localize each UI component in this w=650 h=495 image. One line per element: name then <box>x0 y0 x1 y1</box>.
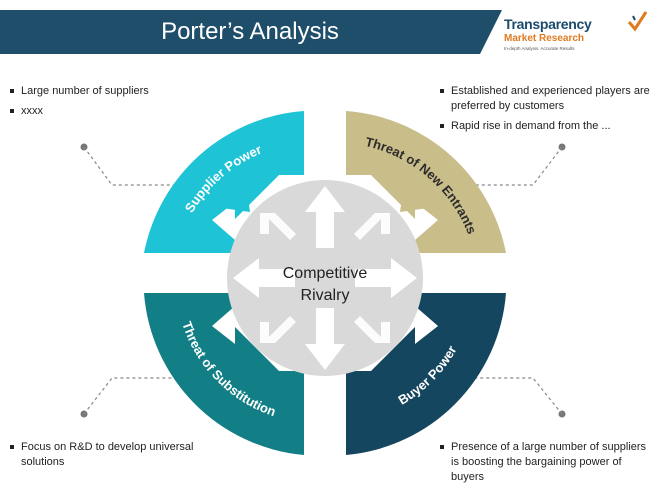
substitution-arrow-icon <box>206 354 250 396</box>
connector-top-right <box>462 143 566 186</box>
notes-buyer-power: Presence of a large number of suppliers … <box>440 440 650 490</box>
note-item: Focus on R&D to develop universal soluti… <box>10 440 210 470</box>
page-title: Porter’s Analysis <box>161 18 339 45</box>
center-circle <box>227 180 423 376</box>
buyer-arrow-icon <box>400 354 444 396</box>
note-item: Large number of suppliers <box>10 84 210 99</box>
center-label-line1: Competitive <box>283 265 368 282</box>
notes-supplier-power: Large number of suppliers xxxx <box>10 84 210 124</box>
title-banner <box>0 10 502 54</box>
checkmark-icon <box>627 11 648 32</box>
new-entrants-arrow-icon <box>400 170 444 212</box>
company-logo: Transparency Market Research In-depth An… <box>502 10 650 54</box>
note-item: xxxx <box>10 104 210 119</box>
connector-bottom-left <box>80 377 188 418</box>
notes-new-entrants: Established and experienced players are … <box>440 84 650 139</box>
logo-name: Transparency <box>504 16 592 32</box>
logo-tagline: In-depth Analysis. Accurate Results <box>504 46 575 51</box>
connector-bottom-right <box>462 377 566 418</box>
supplier-arrow-icon <box>206 170 250 212</box>
center-label-line2: Rivalry <box>301 287 350 304</box>
connector-top-left <box>80 143 188 186</box>
note-item: Rapid rise in demand from the ... <box>440 119 650 134</box>
notes-substitution: Focus on R&D to develop universal soluti… <box>10 440 210 475</box>
note-item: Established and experienced players are … <box>440 84 650 114</box>
note-item: Presence of a large number of suppliers … <box>440 440 650 485</box>
compass-arrows-icon <box>233 186 417 370</box>
logo-subname: Market Research <box>504 33 585 44</box>
